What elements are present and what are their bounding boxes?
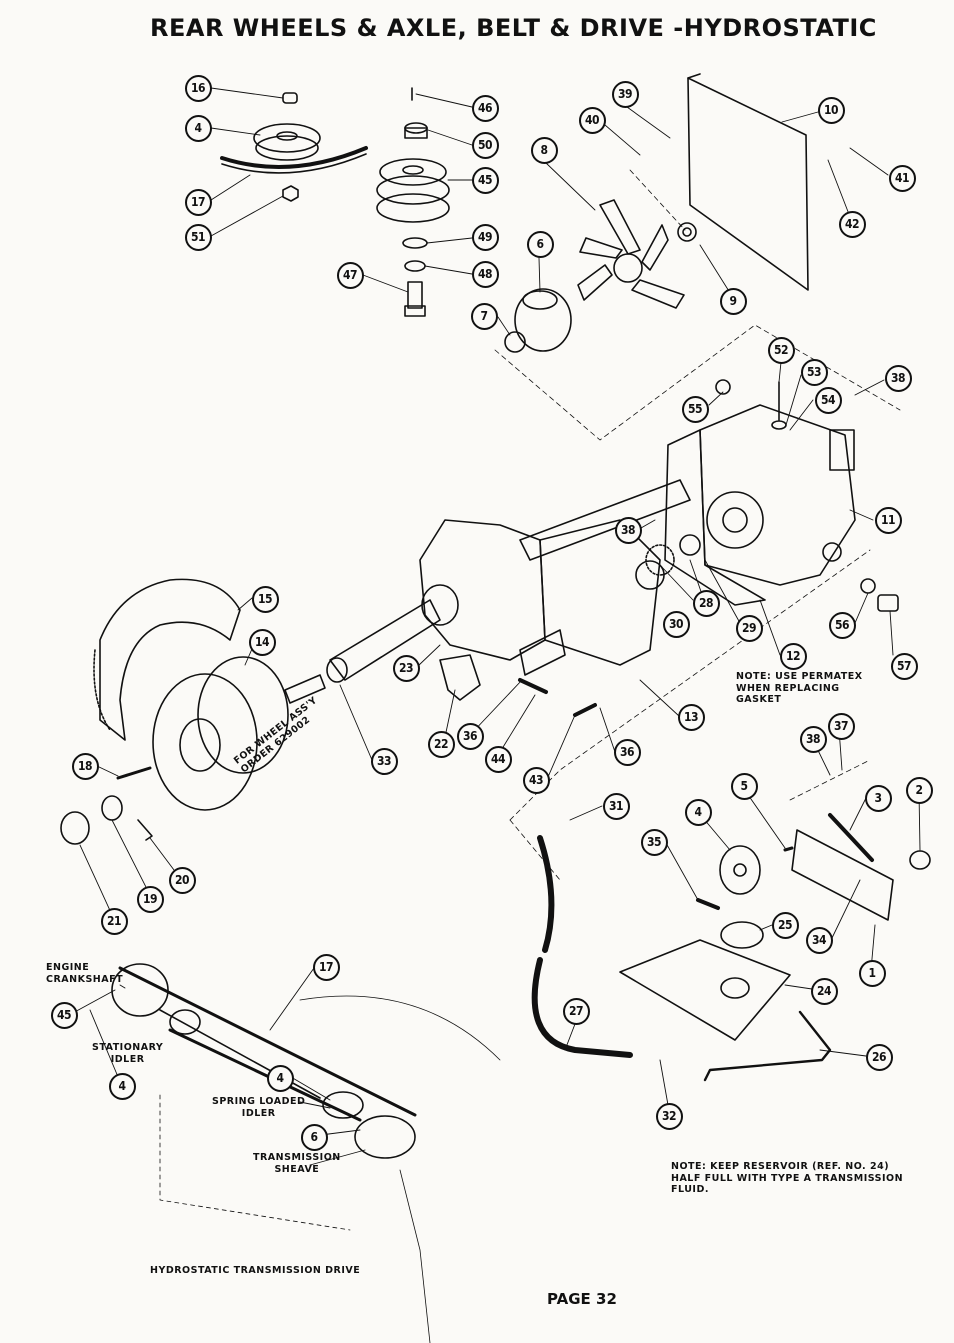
callout-4d: 4 <box>266 1064 294 1092</box>
callout-19: 19 <box>136 885 164 913</box>
callout-36: 36 <box>456 722 484 750</box>
note-reservoir: NOTE: KEEP RESERVOIR (REF. NO. 24)HALF F… <box>671 1161 904 1195</box>
callout-51: 51 <box>184 223 212 251</box>
callout-29: 29 <box>735 614 763 642</box>
callout-17b: 17 <box>312 953 340 981</box>
callout-28: 28 <box>692 589 720 617</box>
callout-38b: 38 <box>614 516 642 544</box>
callout-41: 41 <box>888 164 916 192</box>
callout-45: 45 <box>471 166 499 194</box>
transaxle-housing <box>326 379 899 717</box>
callout-18: 18 <box>71 752 99 780</box>
callout-4b: 4 <box>684 798 712 826</box>
callout-5: 5 <box>730 772 758 800</box>
callout-14: 14 <box>248 628 276 656</box>
callout-7: 7 <box>470 302 498 330</box>
callout-23: 23 <box>392 654 420 682</box>
callout-46: 46 <box>471 94 499 122</box>
callout-44: 44 <box>484 745 512 773</box>
callout-49: 49 <box>471 223 499 251</box>
belt-drive-schematic <box>111 963 501 1343</box>
small-pulley-assembly <box>220 92 368 202</box>
callout-48: 48 <box>471 260 499 288</box>
callout-37: 37 <box>827 712 855 740</box>
callout-16: 16 <box>184 74 212 102</box>
large-pulley-assembly <box>376 87 450 317</box>
callout-20: 20 <box>168 866 196 894</box>
callout-25: 25 <box>771 911 799 939</box>
guide-lines <box>494 169 901 881</box>
callout-43: 43 <box>522 766 550 794</box>
callout-36b: 36 <box>613 738 641 766</box>
callout-55: 55 <box>681 395 709 423</box>
callout-30: 30 <box>662 610 690 638</box>
callout-27: 27 <box>562 997 590 1025</box>
callout-6b: 6 <box>300 1123 328 1151</box>
page-title: REAR WHEELS & AXLE, BELT & DRIVE -HYDROS… <box>150 14 877 42</box>
callout-22: 22 <box>427 730 455 758</box>
callout-32: 32 <box>655 1102 683 1130</box>
callout-4c: 4 <box>108 1072 136 1100</box>
callout-3: 3 <box>864 784 892 812</box>
callout-8: 8 <box>530 136 558 164</box>
page-number: PAGE 32 <box>547 1290 617 1308</box>
cooling-fan <box>577 199 685 309</box>
callout-34: 34 <box>805 926 833 954</box>
callout-47: 47 <box>336 261 364 289</box>
callout-12: 12 <box>779 642 807 670</box>
callout-26: 26 <box>865 1043 893 1071</box>
callout-38: 38 <box>884 364 912 392</box>
callout-42: 42 <box>838 210 866 238</box>
callout-33: 33 <box>370 747 398 775</box>
callout-54: 54 <box>814 386 842 414</box>
callout-24: 24 <box>810 977 838 1005</box>
callout-10: 10 <box>817 96 845 124</box>
fan-shroud <box>677 73 809 291</box>
drive-caption: HYDROSTATIC TRANSMISSION DRIVE <box>150 1265 361 1276</box>
callout-2: 2 <box>905 776 933 804</box>
callout-4: 4 <box>184 114 212 142</box>
callout-57: 57 <box>890 652 918 680</box>
callout-35: 35 <box>640 828 668 856</box>
callout-56: 56 <box>828 611 856 639</box>
callout-31: 31 <box>602 792 630 820</box>
callout-6: 6 <box>526 230 554 258</box>
fan-hub <box>504 288 572 353</box>
callout-11: 11 <box>874 506 902 534</box>
callout-40: 40 <box>578 106 606 134</box>
reservoir-and-linkage <box>531 813 931 1082</box>
callout-13: 13 <box>677 703 705 731</box>
rear-wheel <box>60 578 326 845</box>
callout-21: 21 <box>100 907 128 935</box>
callout-38c: 38 <box>799 725 827 753</box>
callout-15: 15 <box>251 585 279 613</box>
callout-17: 17 <box>184 188 212 216</box>
callout-45b: 45 <box>50 1001 78 1029</box>
callout-39: 39 <box>611 80 639 108</box>
callout-9: 9 <box>719 287 747 315</box>
callout-52: 52 <box>767 336 795 364</box>
callout-1: 1 <box>858 959 886 987</box>
callout-50: 50 <box>471 131 499 159</box>
callout-53: 53 <box>800 358 828 386</box>
